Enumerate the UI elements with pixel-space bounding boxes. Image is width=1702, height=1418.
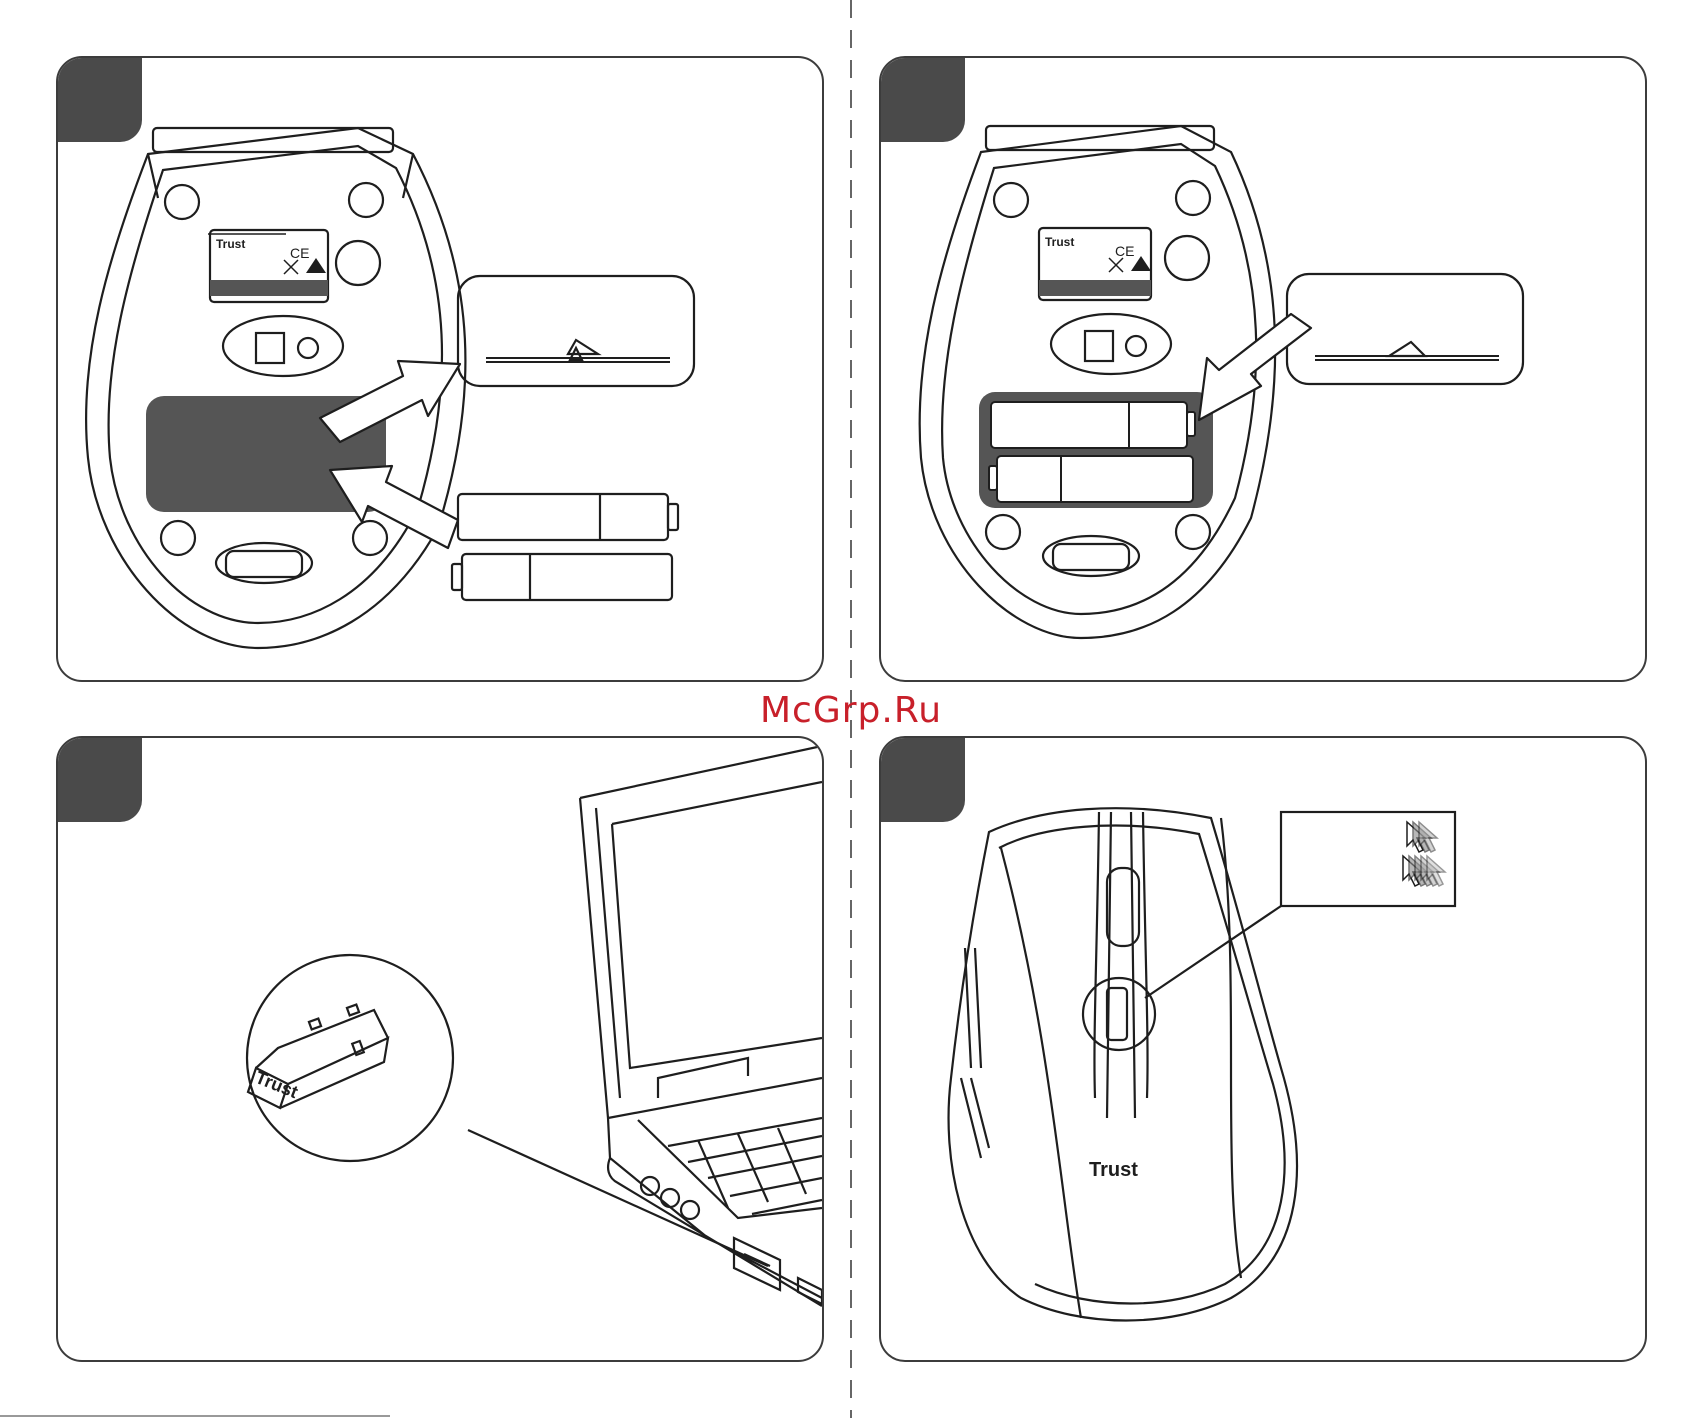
label-brand-text: Trust (1045, 235, 1074, 249)
step-panel-4: Trust (879, 736, 1647, 1362)
ce-mark: CE (290, 245, 309, 261)
mouse-brand-text: Trust (1089, 1159, 1138, 1181)
weee-bin-icon (284, 260, 298, 274)
label-brand-text: Trust (216, 237, 245, 251)
step-panel-1: Trust CE (56, 56, 824, 682)
mouse-battery-closed-illustration: Trust CE (881, 58, 1645, 680)
watermark: McGrp.Ru (0, 690, 1702, 731)
step-panel-2: Trust CE (879, 56, 1647, 682)
ce-mark: CE (1115, 243, 1134, 259)
mouse-top-dpi-illustration: Trust (881, 738, 1645, 1360)
step-panel-3: Trust (56, 736, 824, 1362)
weee-bin-icon (1109, 258, 1123, 272)
laptop-usb-receiver-illustration: Trust (58, 738, 822, 1360)
mouse-underside-illustration: Trust CE (58, 58, 822, 680)
